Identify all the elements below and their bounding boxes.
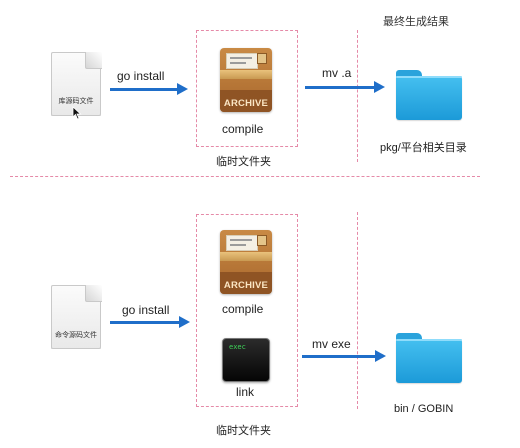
final-result-title: 最终生成结果 [383,16,449,28]
archive-box-icon: ARCHIVE [220,230,272,294]
separator-bottom [357,212,358,409]
top-arrow1 [110,83,188,95]
top-temp-dir-box [196,30,298,147]
document-fold [85,285,102,302]
top-archive-word: ARCHIVE [223,97,269,109]
bottom-temp-dir-box [196,214,298,407]
mouse-pointer-icon [72,106,82,120]
top-arrow1-label: go install [117,69,165,83]
archive-box-icon: ARCHIVE [220,48,272,112]
top-source-file-label: 库源码文件 [58,98,94,105]
bottom-archive-word: ARCHIVE [223,279,269,291]
section-divider [10,176,480,177]
terminal-exec-icon: exec [222,338,270,382]
bottom-arrow1 [110,316,190,328]
top-arrow2-label: mv .a [322,66,352,80]
bottom-link-label: link [236,385,255,399]
bottom-exec-word: exec [229,343,246,351]
bottom-arrow1-label: go install [122,303,170,317]
bottom-arrow2 [302,350,386,362]
bottom-arrow2-label: mv exe [312,337,351,351]
bottom-compile-label: compile [222,302,264,316]
bottom-source-file-label: 命令源码文件 [55,332,97,339]
document-fold [85,52,102,69]
top-temp-dir-label: 临时文件夹 [216,156,271,168]
separator-top [357,30,358,162]
folder-icon [396,333,462,383]
top-arrow2 [305,81,385,93]
top-compile-label: compile [222,122,264,136]
bottom-temp-dir-label: 临时文件夹 [216,425,271,437]
top-dest-label: pkg/平台相关目录 [380,142,467,154]
folder-icon [396,70,462,120]
bottom-dest-label: bin / GOBIN [394,403,454,415]
